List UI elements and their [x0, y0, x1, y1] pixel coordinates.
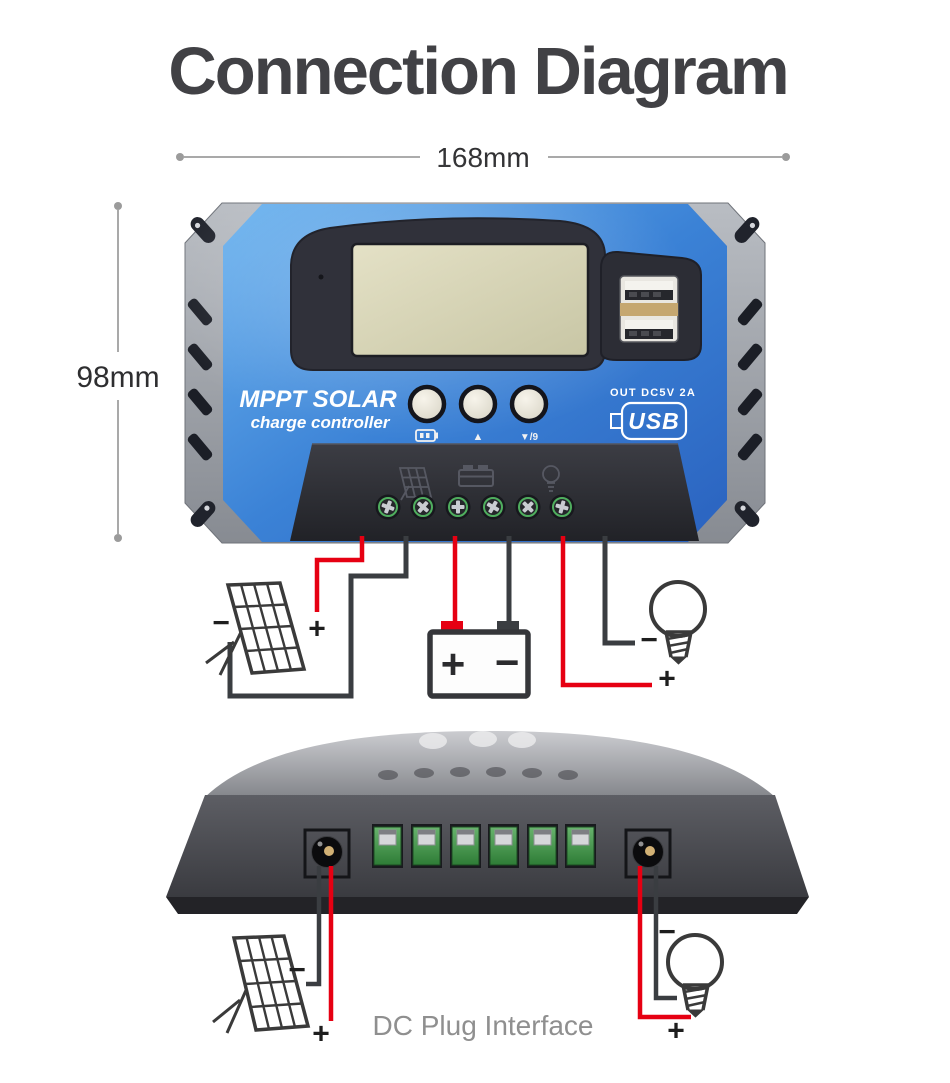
light-bulb-icon — [542, 465, 560, 492]
brand-text-line1: MPPT SOLAR — [239, 386, 397, 413]
bottom-wiring: − + − + DC Plug Interface — [212, 866, 724, 1051]
up-button — [458, 384, 498, 424]
front-face-hints — [378, 731, 578, 780]
solar-panel-icon — [398, 467, 433, 501]
battery-menu-icon — [415, 429, 438, 442]
battery-minus-label: − — [495, 639, 520, 686]
heatsink-fins-right — [737, 298, 763, 461]
dc-jack-right — [624, 828, 672, 879]
wire-dc-load-negative — [653, 866, 677, 1001]
load-minus-label: − — [658, 916, 676, 949]
usb-port-top — [625, 281, 673, 300]
solar-panel-symbol — [212, 934, 311, 1034]
wire-load-positive — [560, 536, 652, 688]
screw-terminal — [515, 494, 541, 520]
screw-terminal — [375, 494, 401, 520]
bottom-face — [166, 795, 809, 897]
screw-terminal — [480, 494, 506, 520]
wire-load-negative — [602, 536, 635, 646]
light-bulb-symbol — [649, 580, 707, 665]
dimension-endpoint-dot — [176, 153, 184, 161]
solar-minus-label: − — [288, 954, 306, 987]
controller-front-view: MPPT SOLAR charge controller ▲ ▼/9 OUT D… — [150, 140, 766, 544]
solar-minus-label: − — [212, 607, 230, 640]
page-title: Connection Diagram — [168, 34, 787, 109]
up-arrow-icon: ▲ — [473, 431, 484, 443]
green-terminal — [565, 824, 596, 868]
load-plus-label: + — [658, 663, 676, 696]
wire-dc-load-positive — [637, 866, 691, 1020]
dimension-endpoint-dot — [782, 153, 790, 161]
screw-terminal — [445, 494, 471, 520]
down-button — [509, 384, 549, 424]
mounting-slot — [734, 501, 760, 527]
wire-solar-positive — [314, 536, 365, 612]
brand-text-line2: charge controller — [251, 413, 391, 432]
green-terminal — [488, 824, 519, 868]
battery-symbol: + − — [427, 621, 531, 699]
dimension-endpoint-dot — [114, 534, 122, 542]
load-plus-label: + — [667, 1015, 685, 1048]
dc-jack-left — [303, 828, 351, 879]
height-dimension: 98mm — [76, 202, 160, 542]
dimension-endpoint-dot — [114, 202, 122, 210]
green-terminal — [450, 824, 481, 868]
green-terminal — [411, 824, 442, 868]
green-terminal — [527, 824, 558, 868]
down-arrow-icon: ▼/9 — [520, 432, 539, 443]
height-dimension-label: 98mm — [76, 361, 159, 394]
terminal-cover — [290, 444, 699, 541]
terminal-block — [372, 824, 596, 868]
light-bulb-symbol — [666, 933, 724, 1018]
usb-port-bottom — [625, 320, 673, 339]
usb-divider — [620, 303, 678, 316]
mounting-slot — [190, 501, 216, 527]
wire-dc-solar-negative — [306, 866, 322, 987]
indicator-pinhole — [318, 274, 324, 280]
mounting-slot — [734, 217, 760, 243]
menu-button — [407, 384, 447, 424]
solar-plus-label: + — [308, 613, 326, 646]
solar-plus-label: + — [312, 1018, 330, 1051]
lcd-screen — [350, 242, 590, 358]
bottom-top-curve — [205, 731, 775, 797]
battery-icon — [458, 465, 494, 487]
controller-bottom-view — [166, 731, 809, 914]
usb-logo-text: USB — [628, 408, 680, 434]
green-terminal — [372, 824, 403, 868]
wire-solar-negative — [227, 536, 409, 699]
load-minus-label: − — [640, 624, 658, 657]
solar-panel-symbol — [205, 581, 307, 676]
screw-terminal — [410, 494, 436, 520]
usb-output-label: OUT DC5V 2A — [610, 387, 696, 399]
front-wiring: − + + − − + — [205, 536, 707, 699]
battery-plus-label: + — [441, 641, 466, 688]
bottom-lip — [166, 897, 809, 914]
screw-terminal — [549, 494, 575, 520]
bottom-caption: DC Plug Interface — [373, 1010, 594, 1041]
usb-plug-icon — [610, 401, 688, 441]
usb-ports — [619, 275, 679, 343]
